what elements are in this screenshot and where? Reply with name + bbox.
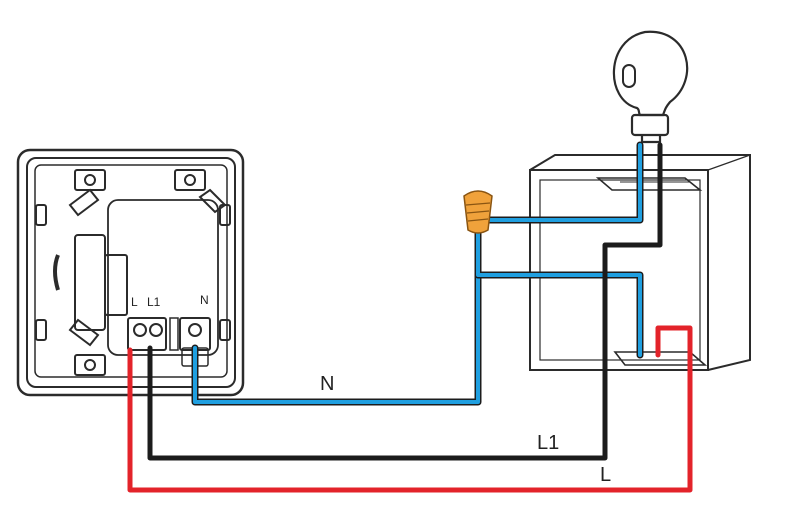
neutral-wire — [191, 228, 482, 406]
terminal-label-l: L — [131, 295, 138, 309]
terminal-label-n: N — [200, 293, 209, 307]
neutral-wire-to-lamp — [484, 141, 644, 224]
wire-connector-icon — [463, 190, 493, 234]
neutral-wire-branch — [474, 228, 644, 359]
wire-label-live: L — [600, 464, 611, 486]
terminal-label-l1: L1 — [147, 295, 161, 309]
switched-live-wire — [147, 142, 663, 461]
light-bulb-icon — [612, 30, 689, 144]
live-wire — [127, 325, 693, 493]
junction-box-icon — [529, 154, 751, 371]
wire-label-switched-live: L1 — [537, 432, 559, 454]
wire-label-neutral: N — [320, 373, 334, 395]
